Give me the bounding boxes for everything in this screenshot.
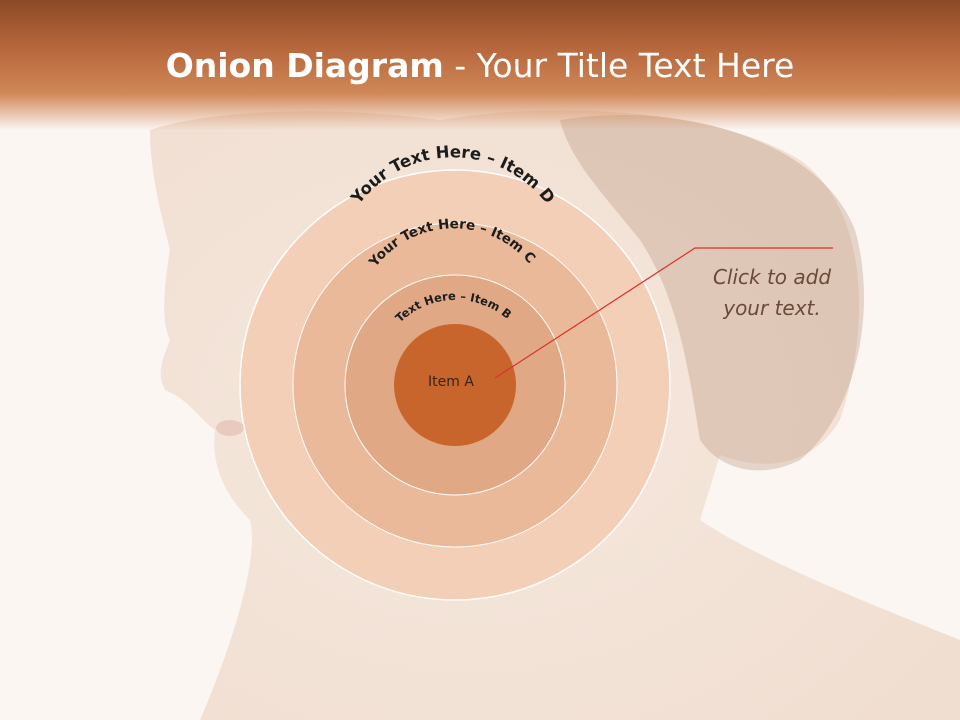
callout-textbox[interactable]: Click to add your text. — [690, 262, 854, 324]
title-bar — [0, 0, 960, 130]
callout-line-2: your text. — [723, 296, 821, 320]
item-a-label: Item A — [428, 374, 474, 390]
onion-layer-item-a[interactable] — [394, 324, 516, 446]
slide-title-bold: Onion Diagram — [165, 46, 444, 85]
callout-connector-line — [494, 247, 833, 379]
slide-title[interactable]: Onion Diagram - Your Title Text Here — [0, 46, 960, 85]
callout-line-1: Click to add — [712, 265, 832, 289]
slide-title-rest: - Your Title Text Here — [443, 46, 795, 85]
